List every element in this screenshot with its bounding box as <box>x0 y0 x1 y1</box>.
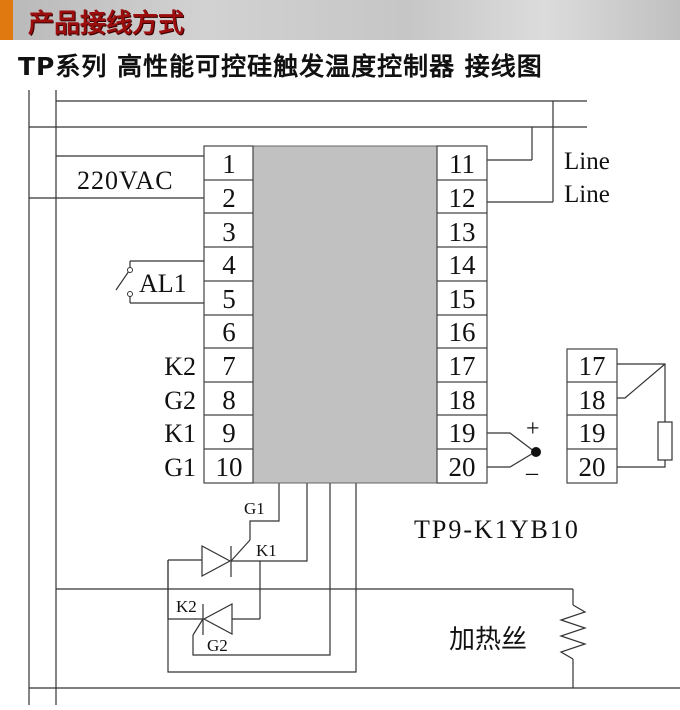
line-label-2: Line <box>564 181 610 208</box>
rtd-resistor-icon <box>657 421 673 461</box>
terminal-8: 8 <box>222 385 236 415</box>
terminal-3: 3 <box>222 217 236 247</box>
heater-label: 加热丝 <box>449 625 527 655</box>
terminal-13: 13 <box>449 217 476 247</box>
banner-accent <box>0 0 13 40</box>
thermocouple-minus: – <box>525 460 539 486</box>
thermocouple-junction-icon <box>531 447 541 457</box>
terminal-15: 15 <box>449 284 476 314</box>
section-banner: 产品接线方式 <box>0 0 680 40</box>
diagram-title: TP系列 高性能可控硅触发温度控制器 接线图 <box>18 52 543 81</box>
terminal-7: 7 <box>222 351 236 381</box>
terminal-16: 16 <box>449 317 476 347</box>
terminal-17: 17 <box>449 351 476 381</box>
power-label: 220VAC <box>77 166 174 195</box>
controller-body <box>252 145 438 484</box>
alarm-contact-icon <box>127 267 133 273</box>
rtd-terminal-19: 19 <box>579 418 606 448</box>
section-title: 产品接线方式 <box>28 9 185 39</box>
scr-g2-label: G2 <box>207 636 228 655</box>
scr-k1-label: K1 <box>256 541 277 560</box>
terminal-19: 19 <box>449 418 476 448</box>
scr-k2-label: K2 <box>176 597 197 616</box>
terminal-11: 11 <box>449 149 475 179</box>
terminal-4: 4 <box>222 250 236 280</box>
terminal-1: 1 <box>222 149 236 179</box>
terminal-9-label: K1 <box>164 419 196 448</box>
terminal-14: 14 <box>449 250 477 280</box>
terminal-8-label: G2 <box>164 386 196 415</box>
terminal-18: 18 <box>449 385 476 415</box>
terminal-7-label: K2 <box>164 352 196 381</box>
terminal-10-label: G1 <box>164 453 196 482</box>
terminal-6: 6 <box>222 317 236 347</box>
thermocouple-plus: + <box>526 416 540 442</box>
terminal-5: 5 <box>222 284 236 314</box>
rtd-terminal-17: 17 <box>579 351 606 381</box>
terminal-9: 9 <box>222 418 236 448</box>
terminal-12: 12 <box>449 183 476 213</box>
terminal-10: 10 <box>216 452 243 482</box>
alarm-label: AL1 <box>139 269 187 298</box>
model-label: TP9-K1YB10 <box>414 515 580 544</box>
rtd-terminal-20: 20 <box>579 452 606 482</box>
terminal-20: 20 <box>449 452 476 482</box>
scr-g1-label: G1 <box>244 499 265 518</box>
line-label-1: Line <box>564 148 610 175</box>
terminal-2: 2 <box>222 183 236 213</box>
rtd-terminal-18: 18 <box>579 385 606 415</box>
